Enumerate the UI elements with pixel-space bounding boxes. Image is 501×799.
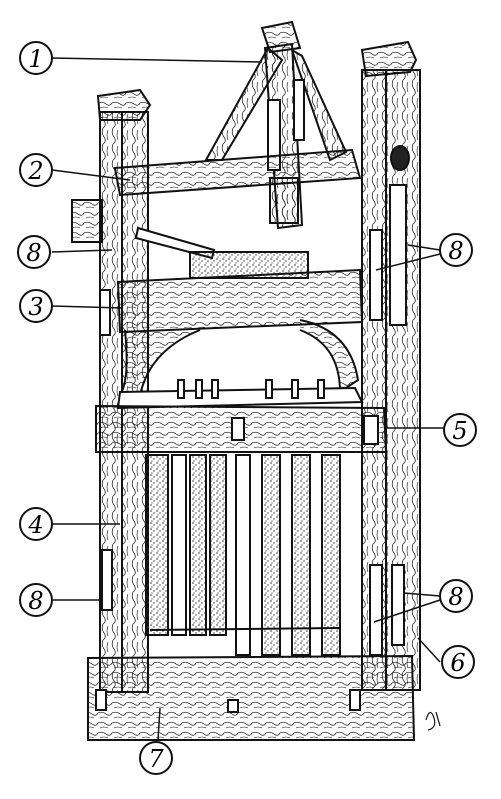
callout-5-label: 5 bbox=[452, 417, 467, 445]
callout-8-lower-right: 8 bbox=[439, 579, 473, 613]
mill-frame bbox=[71, 20, 421, 741]
callout-2: 2 bbox=[19, 153, 53, 187]
camshaft-beam bbox=[113, 148, 362, 224]
lever-and-block bbox=[134, 226, 309, 279]
callout-1-label: 1 bbox=[28, 45, 43, 73]
callout-5: 5 bbox=[443, 413, 477, 447]
callout-2-label: 2 bbox=[27, 157, 43, 185]
callout-6-label: 6 bbox=[450, 649, 465, 677]
callout-8-lower-left-label: 8 bbox=[28, 587, 43, 615]
right-post bbox=[360, 40, 421, 691]
callout-7-label: 7 bbox=[148, 745, 164, 773]
base-mortar bbox=[87, 654, 416, 741]
callout-8-lower-right-label: 8 bbox=[448, 583, 463, 611]
cross-beam bbox=[95, 404, 388, 453]
artist-signature bbox=[425, 711, 441, 731]
callout-8-upper-right-label: 8 bbox=[448, 237, 463, 265]
callout-1: 1 bbox=[19, 41, 53, 75]
callout-8-upper-left: 8 bbox=[17, 235, 51, 269]
callout-6: 6 bbox=[441, 645, 475, 679]
callout-3-label: 3 bbox=[28, 293, 43, 321]
callout-4-label: 4 bbox=[27, 511, 43, 539]
callout-8-upper-left-label: 8 bbox=[26, 239, 41, 267]
middle-beam bbox=[116, 268, 364, 396]
callout-3: 3 bbox=[19, 289, 53, 323]
leader-lines bbox=[51, 57, 444, 741]
callout-4: 4 bbox=[19, 507, 53, 541]
callout-7: 7 bbox=[139, 741, 173, 775]
stamp-guide-top bbox=[116, 379, 364, 410]
callout-8-lower-left: 8 bbox=[19, 583, 53, 617]
stamps bbox=[145, 454, 341, 656]
callout-8-upper-right: 8 bbox=[439, 233, 473, 267]
